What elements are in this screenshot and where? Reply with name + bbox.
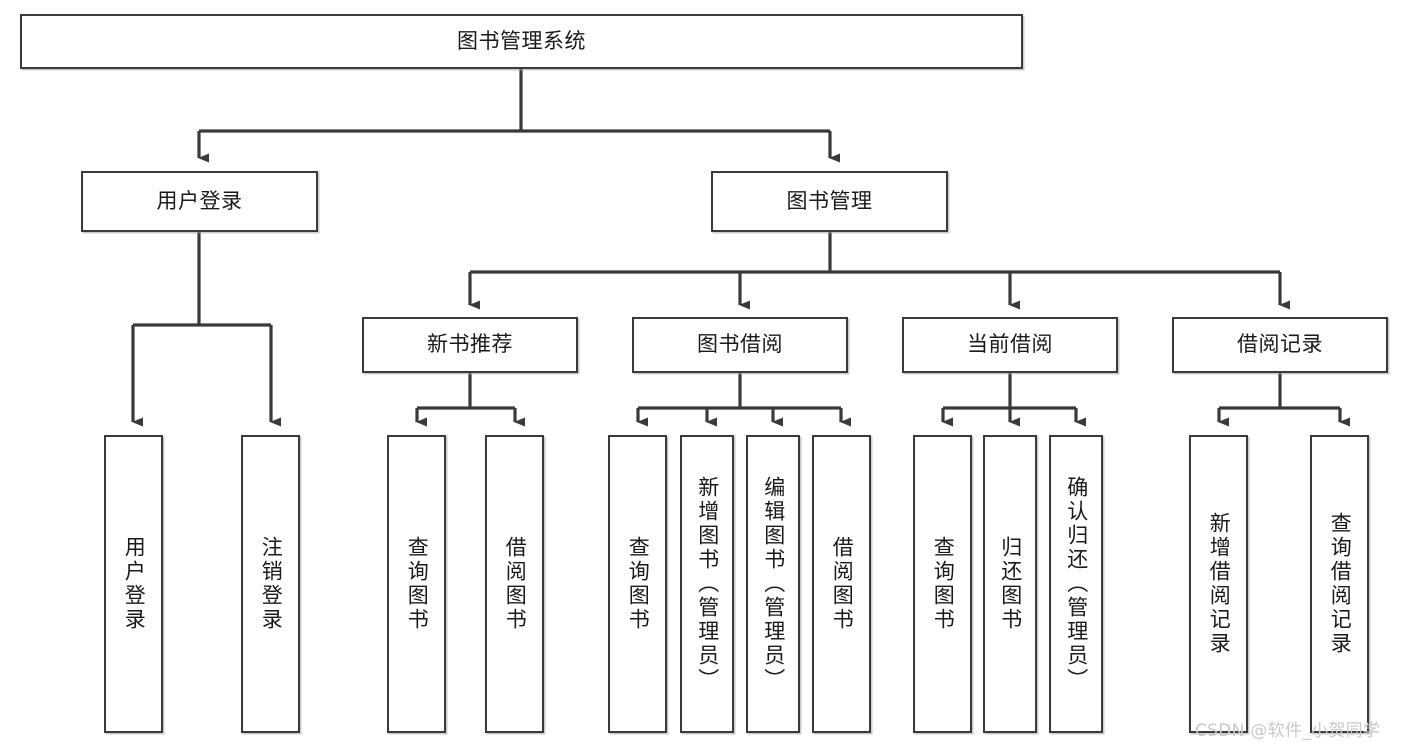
node-current-borrow-label: 当前借阅 bbox=[967, 332, 1053, 357]
leaf-query-book-current-label: 查询图书 bbox=[931, 536, 956, 632]
leaf-edit-book-admin[interactable]: 编辑图书（管理员） bbox=[746, 435, 800, 733]
node-book-borrow[interactable]: 图书借阅 bbox=[632, 317, 848, 373]
node-book-management[interactable]: 图书管理 bbox=[711, 171, 948, 232]
node-current-borrow[interactable]: 当前借阅 bbox=[902, 317, 1118, 373]
leaf-query-book-new-label: 查询图书 bbox=[405, 536, 430, 632]
leaf-return-book-label: 归还图书 bbox=[998, 536, 1023, 632]
node-book-borrow-label: 图书借阅 bbox=[697, 332, 783, 357]
node-borrow-records-label: 借阅记录 bbox=[1237, 332, 1323, 357]
leaf-user-login-label: 用户登录 bbox=[122, 536, 147, 632]
csdn-watermark: CSDN @软件_小贺同学 bbox=[1195, 721, 1381, 741]
leaf-borrow-book-label: 借阅图书 bbox=[830, 536, 855, 632]
leaf-query-borrow-record[interactable]: 查询借阅记录 bbox=[1310, 435, 1369, 733]
leaf-query-book-new[interactable]: 查询图书 bbox=[387, 435, 446, 733]
leaf-confirm-return-admin-label: 确认归还（管理员） bbox=[1064, 476, 1089, 692]
node-new-book-recommend-label: 新书推荐 bbox=[427, 332, 513, 357]
leaf-return-book[interactable]: 归还图书 bbox=[983, 435, 1037, 733]
leaf-user-login[interactable]: 用户登录 bbox=[104, 435, 163, 733]
node-book-management-label: 图书管理 bbox=[786, 188, 873, 213]
leaf-query-book-borrow-label: 查询图书 bbox=[626, 536, 651, 632]
leaf-query-book-borrow[interactable]: 查询图书 bbox=[608, 435, 667, 733]
node-root-system[interactable]: 图书管理系统 bbox=[20, 14, 1023, 69]
node-root-system-label: 图书管理系统 bbox=[457, 28, 586, 53]
leaf-borrow-book-new[interactable]: 借阅图书 bbox=[485, 435, 544, 733]
node-borrow-records[interactable]: 借阅记录 bbox=[1172, 317, 1388, 373]
node-new-book-recommend[interactable]: 新书推荐 bbox=[362, 317, 578, 373]
leaf-query-borrow-record-label: 查询借阅记录 bbox=[1328, 512, 1353, 656]
node-user-login[interactable]: 用户登录 bbox=[81, 171, 318, 232]
leaf-confirm-return-admin[interactable]: 确认归还（管理员） bbox=[1049, 435, 1103, 733]
node-user-login-label: 用户登录 bbox=[156, 188, 243, 213]
leaf-add-book-admin[interactable]: 新增图书（管理员） bbox=[680, 435, 734, 733]
leaf-query-book-current[interactable]: 查询图书 bbox=[913, 435, 972, 733]
leaf-edit-book-admin-label: 编辑图书（管理员） bbox=[761, 476, 786, 692]
leaf-borrow-book[interactable]: 借阅图书 bbox=[812, 435, 871, 733]
leaf-logout-label: 注销登录 bbox=[259, 536, 284, 632]
leaf-borrow-book-new-label: 借阅图书 bbox=[503, 536, 528, 632]
leaf-add-borrow-record[interactable]: 新增借阅记录 bbox=[1189, 435, 1248, 733]
leaf-add-borrow-record-label: 新增借阅记录 bbox=[1207, 512, 1232, 656]
leaf-logout[interactable]: 注销登录 bbox=[241, 435, 300, 733]
leaf-add-book-admin-label: 新增图书（管理员） bbox=[695, 476, 720, 692]
